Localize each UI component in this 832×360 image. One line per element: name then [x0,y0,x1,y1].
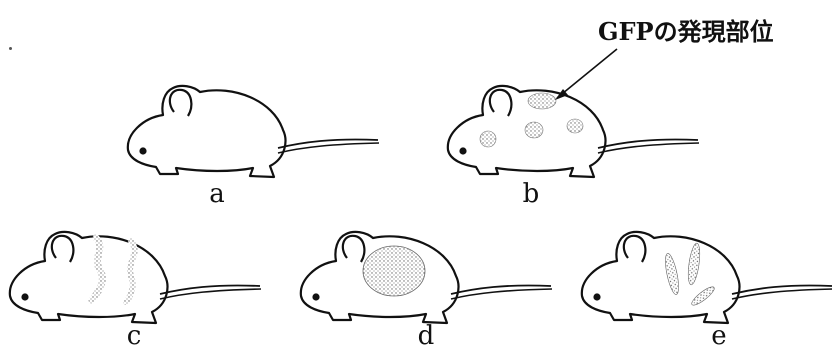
mouse-d [291,196,561,336]
mouse-e [572,196,832,336]
label-a: a [209,181,225,207]
label-e: e [711,323,726,349]
mouse-c [0,196,270,336]
label-d: d [418,323,435,349]
stray-dot [9,47,12,50]
label-b: b [523,181,540,207]
gfp-callout: GFPの発現部位 [598,12,774,47]
gfp-patch [363,246,425,296]
label-c: c [127,323,142,349]
